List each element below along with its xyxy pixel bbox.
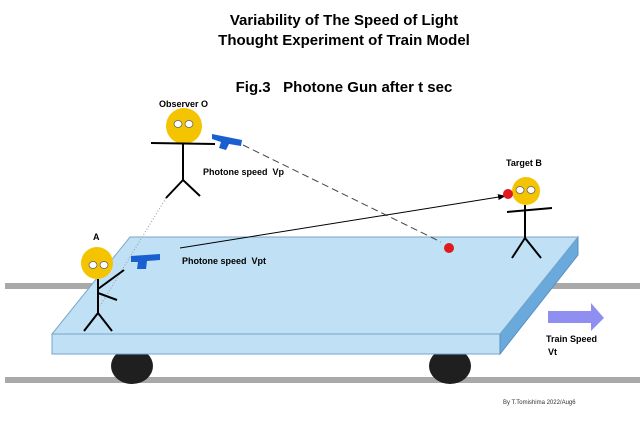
train-photon-speed-label: Photone speed Vpt	[182, 256, 266, 266]
photon-dot-target	[503, 189, 513, 199]
person-a-label: A	[93, 232, 100, 242]
wheel-left	[111, 348, 153, 384]
author-credit: By T.Tomishima 2022/Aug6	[503, 400, 576, 406]
pistol-icon	[131, 254, 160, 269]
title-line-1: Variability of The Speed of Light	[230, 12, 458, 29]
photon-dot-observer	[444, 243, 454, 253]
person-a-figure	[81, 247, 125, 332]
observer-figure	[150, 108, 216, 199]
observer-label: Observer O	[159, 99, 208, 109]
train-speed-symbol: Vt	[548, 347, 557, 357]
observer-speed-label: Photone speed Vp	[203, 167, 285, 177]
right-arrow-icon	[548, 303, 604, 331]
figure-caption: Fig.3 Photone Gun after t sec	[236, 79, 453, 96]
observer-to-a-dotted-line	[99, 197, 167, 307]
pistol-icon	[212, 134, 242, 150]
target-label: Target B	[506, 158, 542, 168]
wheel-right	[429, 348, 471, 384]
rail-front	[5, 377, 640, 383]
target-figure	[506, 177, 553, 259]
train-photon-arrow	[179, 194, 506, 249]
title-line-2: Thought Experiment of Train Model	[218, 32, 470, 49]
train-speed-label: Train Speed	[546, 334, 597, 344]
platform-front-face	[51, 333, 501, 355]
observer-photon-dashed-path	[242, 144, 442, 243]
platform-top	[50, 236, 580, 335]
